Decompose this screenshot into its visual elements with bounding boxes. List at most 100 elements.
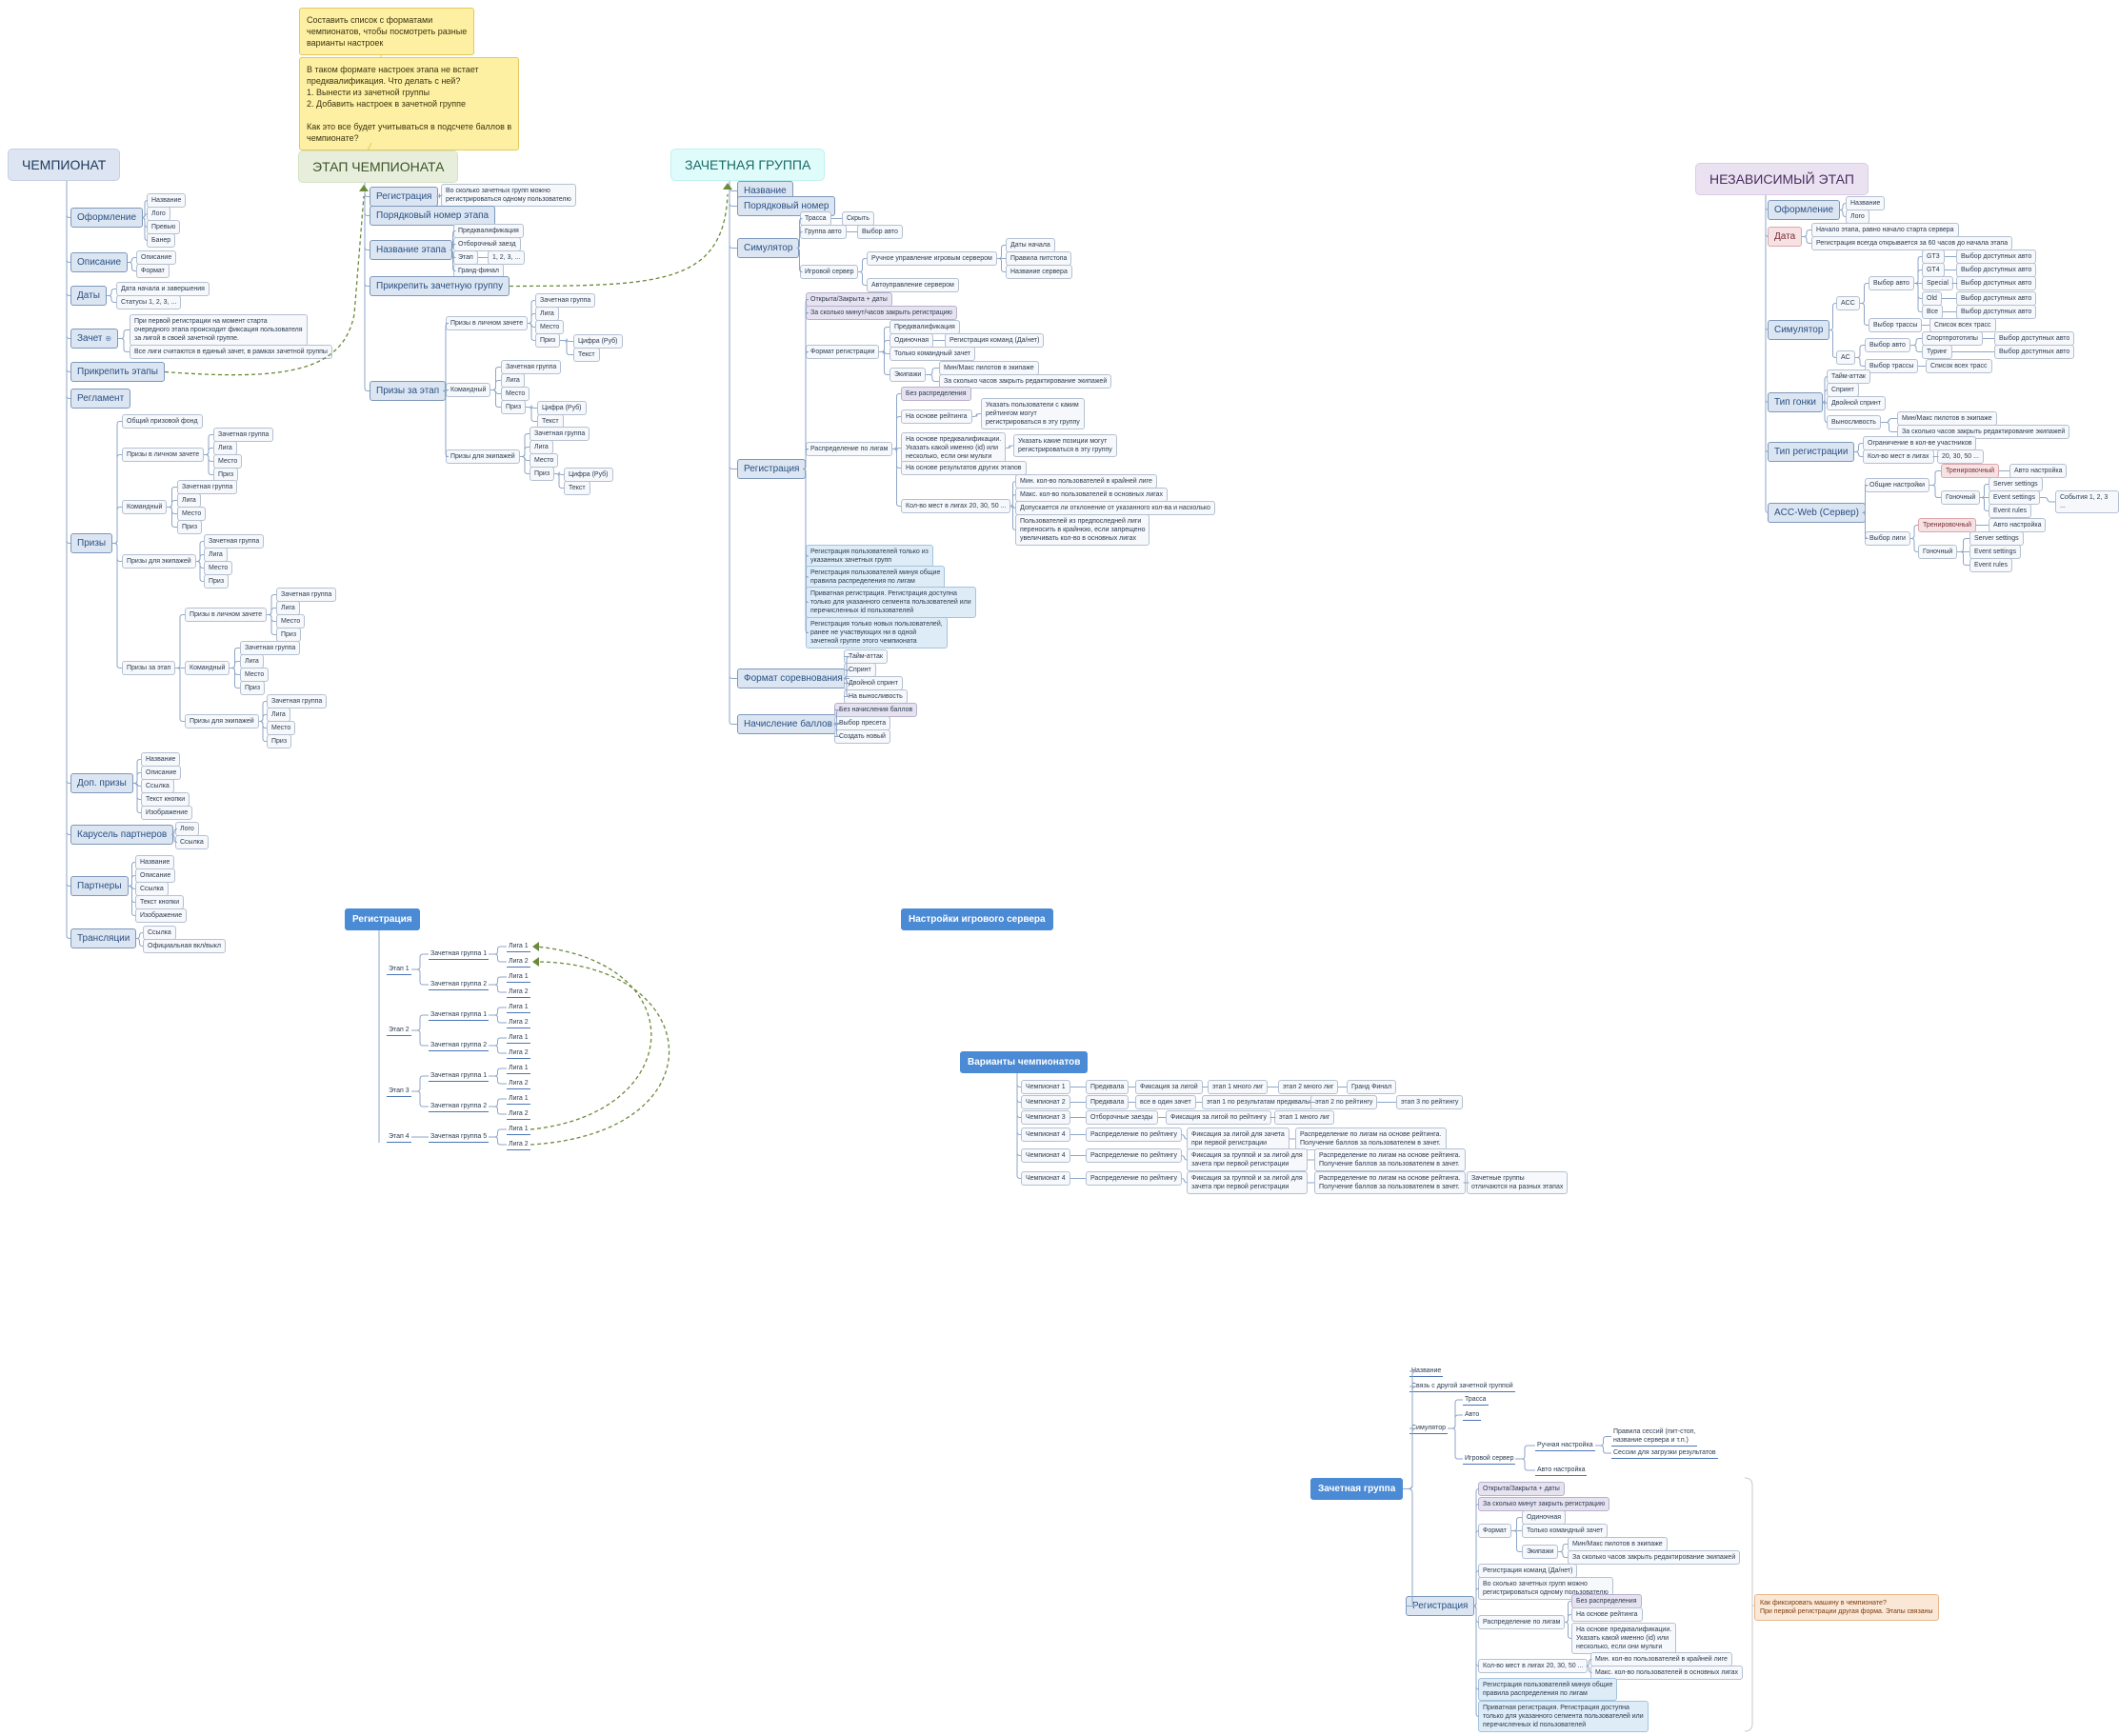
variant-0-5-label: Гранд Финал	[1351, 1084, 1392, 1090]
group-order[interactable]: Порядковый номер	[737, 196, 836, 216]
partners-2-label: Ссылка	[140, 886, 164, 892]
spc-3: Приз	[267, 734, 292, 748]
extra-prize-4: Изображение	[141, 806, 193, 820]
partners-0-label: Название	[140, 859, 170, 866]
stage-prize-team: Командный	[185, 661, 230, 675]
pp-0-label: Зачетная группа	[218, 431, 270, 438]
indep-date-label: Дата	[1774, 231, 1796, 242]
group-points[interactable]: Начисление баллов	[737, 714, 839, 734]
group-comp-0: Тайм-аттак	[844, 649, 888, 664]
spp-1: Лига	[276, 601, 300, 615]
group2-link: Связь с другой зачетной группой	[1409, 1381, 1515, 1392]
champ-branch-3[interactable]: Зачет⊕	[70, 329, 119, 349]
group-points-opt-0-label: Без начисления баллов	[839, 707, 913, 713]
group-order-label: Порядковый номер	[744, 201, 830, 211]
indep-race-type-label: Тип гонки	[1774, 397, 1816, 408]
reg-league-0-0-0: Лига 1	[507, 941, 530, 952]
variant-0-4-label: этап 2 много лиг	[1283, 1084, 1334, 1090]
group2-sim: Симулятор	[1409, 1423, 1448, 1434]
champ-branch-1[interactable]: Описание	[70, 252, 129, 272]
variant-5-3-label: Распределение по лигам на основе рейтинг…	[1319, 1175, 1461, 1190]
indep-simulator[interactable]: Симулятор	[1768, 320, 1830, 340]
champ-branch-10[interactable]: Трансляции	[70, 928, 137, 948]
stage-attach-group[interactable]: Прикрепить зачетную группу	[370, 276, 510, 296]
reg-group-2-1: Зачетная группа 2	[429, 1101, 490, 1112]
group-reg-close: За сколько минут/часов закрыть регистрац…	[806, 306, 957, 320]
variant-2-1-label: Отборочные заезды	[1090, 1114, 1153, 1121]
group-no-distrib-label: Без распределения	[906, 390, 967, 397]
extra-prize-1: Описание	[141, 766, 182, 780]
group-league-rule-0-label: Мин. кол-во пользователей в крайней лиге	[1020, 478, 1152, 485]
stage-order[interactable]: Порядковый номер этапа	[370, 206, 496, 226]
stage-pp-1: Лига	[535, 307, 559, 321]
partners-3: Текст кнопки	[135, 895, 185, 909]
champ-branch-2[interactable]: Даты	[70, 286, 107, 306]
reg-stage-1-label: Этап 2	[389, 1027, 410, 1033]
indep-league-rules-label: Event rules	[1974, 562, 2009, 569]
reg-group-0-1: Зачетная группа 2	[429, 979, 490, 990]
stage-prize-personal-label: Призы в личном зачете	[190, 611, 263, 618]
stage-pp-2-label: Место	[540, 324, 560, 330]
group-comp-format[interactable]: Формат соревнования	[737, 668, 850, 688]
indep-design[interactable]: Оформление	[1768, 200, 1841, 220]
stage-pc-3-label: Приз	[534, 470, 550, 477]
indep-accweb[interactable]: ACC-Web (Сервер)	[1768, 503, 1866, 523]
indep-race-3: Выносливость	[1827, 415, 1881, 429]
indep-reg-type-label: Тип регистрации	[1774, 447, 1849, 457]
group-manual-1-label: Правила питстопа	[1010, 255, 1068, 262]
champ-branch-7[interactable]: Доп. призы	[70, 773, 133, 793]
indep-acc-class-4: Все	[1922, 305, 1944, 319]
pt-1-label: Лига	[182, 497, 196, 504]
group-crew-1-label: За сколько часов закрыть редактирование …	[944, 378, 1108, 385]
group-by-rating: На основе рейтинга	[901, 409, 972, 424]
stage-prizes[interactable]: Призы за этап	[370, 381, 447, 401]
champ-branch-0-label: Оформление	[77, 212, 137, 223]
prize-personal: Призы в личном зачете	[122, 448, 205, 462]
indep-date-0: Начало этапа, равно начало старта сервер…	[1811, 223, 1959, 237]
variant-4-1-label: Распределение по рейтингу	[1090, 1152, 1177, 1159]
stage-kind-2: Этап	[453, 250, 478, 265]
indep-design-label: Оформление	[1774, 205, 1834, 215]
variant-3-1: Распределение по рейтингу	[1086, 1127, 1182, 1142]
stage-pt-3-label: Приз	[506, 404, 522, 410]
variant-4-0: Чемпионат 4	[1021, 1148, 1070, 1163]
pc-1: Лига	[204, 548, 228, 562]
pp-1-label: Лига	[218, 445, 232, 451]
indep-reg-type[interactable]: Тип регистрации	[1768, 442, 1855, 462]
champ-branch-0[interactable]: Оформление	[70, 208, 144, 228]
group2-registration[interactable]: Регистрация	[1406, 1596, 1475, 1616]
extra-prize-3-label: Текст кнопки	[146, 796, 186, 803]
group2-distrib: Распределение по лигам	[1478, 1615, 1566, 1629]
server-settings-block-label: Настройки игрового сервера	[909, 914, 1046, 925]
champ-branch-8[interactable]: Карусель партнеров	[70, 825, 174, 845]
attachment-icon[interactable]: ⊕	[105, 334, 112, 343]
indep-acc-class-2: Special	[1922, 276, 1953, 290]
reg-league-1-1-1-label: Лига 2	[509, 1049, 529, 1056]
stage-name[interactable]: Название этапа	[370, 240, 453, 260]
reg-stage-0: Этап 1	[387, 964, 411, 975]
champ-branch-9[interactable]: Партнеры	[70, 876, 129, 896]
indep-league-event: Event settings	[1969, 545, 2021, 559]
stage-pt-1-label: Лига	[506, 377, 520, 384]
stage-pc-val-0: Цифра (Руб)	[564, 468, 613, 482]
variant-0-0: Чемпионат 1	[1021, 1080, 1070, 1094]
champ-branch-6[interactable]: Призы	[70, 533, 113, 553]
group-simulator[interactable]: Симулятор	[737, 238, 800, 258]
variant-1-2-label: все в один зачет	[1140, 1099, 1191, 1106]
group-team-reg: Регистрация команд (Да/нет)	[945, 333, 1045, 348]
indep-date[interactable]: Дата	[1768, 227, 1803, 247]
pp-2: Место	[213, 454, 243, 469]
group-reg-note-0-label: Регистрация пользователей только из указ…	[810, 549, 929, 564]
group-registration[interactable]: Регистрация	[737, 459, 807, 479]
reg-league-3-0-1-label: Лига 2	[509, 1141, 529, 1147]
reg-block-title-label: Регистрация	[352, 914, 412, 925]
indep-race-type[interactable]: Тип гонки	[1768, 392, 1823, 412]
reg-league-3-0-0: Лига 1	[507, 1124, 530, 1135]
group-crew-0: Мин/Макс пилотов в экипаже	[939, 361, 1039, 375]
champ-branch-5[interactable]: Регламент	[70, 389, 131, 409]
stage-registration[interactable]: Регистрация	[370, 187, 439, 207]
group-prequal: Предквалификация	[890, 320, 960, 334]
reg-league-1-0-1: Лига 2	[507, 1017, 530, 1028]
champ-branch-4[interactable]: Прикрепить этапы	[70, 362, 165, 382]
